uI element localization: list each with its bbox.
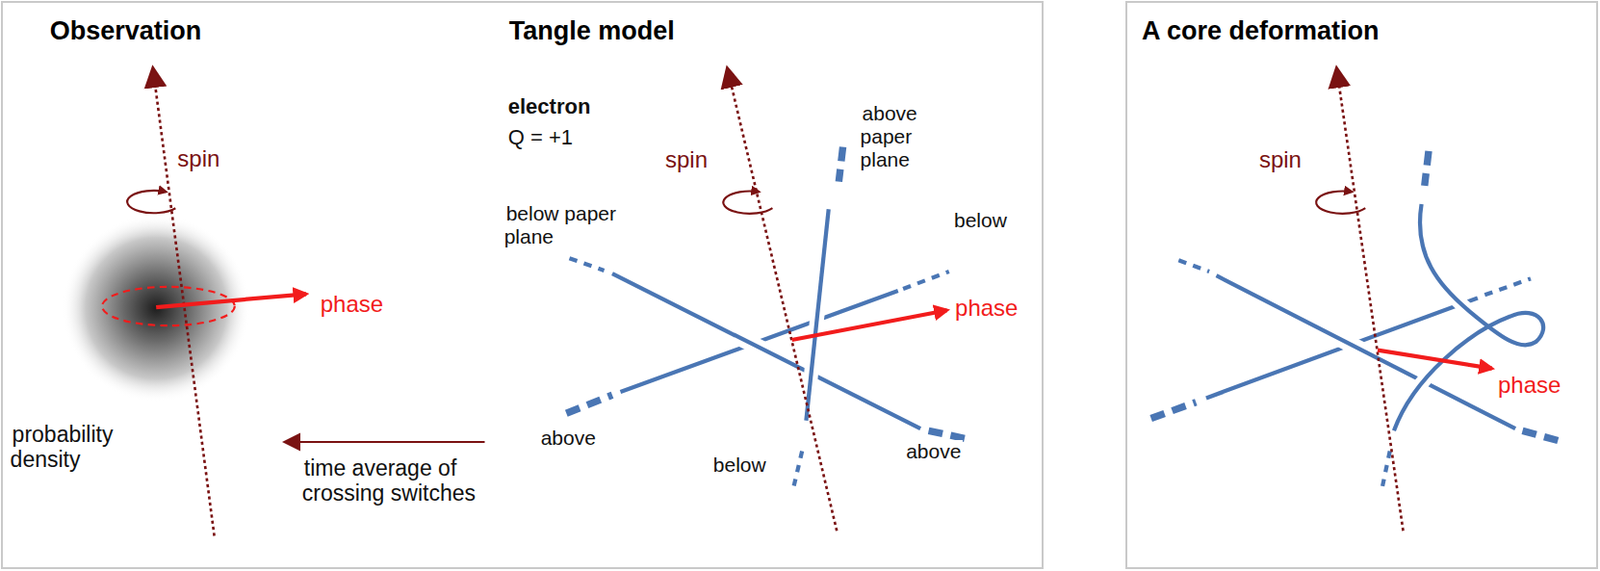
figure-panel: A core deformation [1125, 0, 1599, 569]
particle-name: electron [506, 94, 594, 119]
phase-arrow [155, 293, 307, 308]
phase-label: phase [318, 290, 386, 318]
phase-arrow [792, 309, 948, 340]
depth-label-text: above [539, 426, 598, 449]
spin-label-text: spin [663, 146, 710, 173]
probability-cloud [62, 214, 251, 403]
phase-label-text: phase [318, 290, 386, 317]
figure-panel: Observation Tangle model [0, 0, 1044, 569]
spin-label-text: spin [175, 145, 222, 172]
depth-label-text: below [952, 208, 1009, 232]
rotation-arrow [722, 191, 773, 214]
depth-label: below [711, 453, 769, 477]
spin-label: spin [1257, 146, 1304, 174]
depth-label: below paper plane [504, 202, 638, 249]
charge-value-text: Q = +1 [506, 125, 575, 150]
phase-label: phase [953, 294, 1020, 322]
tangle-strands [566, 147, 972, 487]
spin-label-text: spin [1257, 146, 1304, 173]
phase-label-text: phase [953, 294, 1020, 321]
spin-label: spin [175, 145, 222, 173]
panel-title: Tangle model [509, 16, 675, 47]
time-average-arrow [285, 440, 486, 443]
density-label: probability density [10, 421, 133, 473]
depth-label-text: below paper plane [504, 202, 617, 248]
spin-axis [1337, 69, 1404, 531]
depth-label: above paper plane [860, 102, 943, 172]
depth-label-text: above [903, 439, 963, 463]
density-label-text: probability density [10, 421, 114, 472]
depth-label: above [903, 439, 963, 464]
depth-label-text: above paper plane [860, 102, 918, 171]
spin-label: spin [663, 146, 710, 174]
charge-value: Q = +1 [506, 125, 575, 150]
phase-arrow [1377, 350, 1493, 369]
average-note-text: time average of crossing switches [302, 455, 478, 506]
depth-label: above [539, 426, 598, 450]
rotation-arrow [1316, 191, 1366, 214]
panel-title: Observation [50, 16, 203, 47]
phase-label: phase [1496, 371, 1563, 399]
depth-label-text: below [711, 453, 769, 476]
panel-title: A core deformation [1141, 16, 1380, 47]
average-note: time average of crossing switches [302, 455, 491, 507]
depth-label: below [952, 208, 1009, 233]
rotation-arrow [127, 190, 176, 213]
particle-name-text: electron [506, 94, 594, 119]
phase-label-text: phase [1496, 371, 1563, 398]
